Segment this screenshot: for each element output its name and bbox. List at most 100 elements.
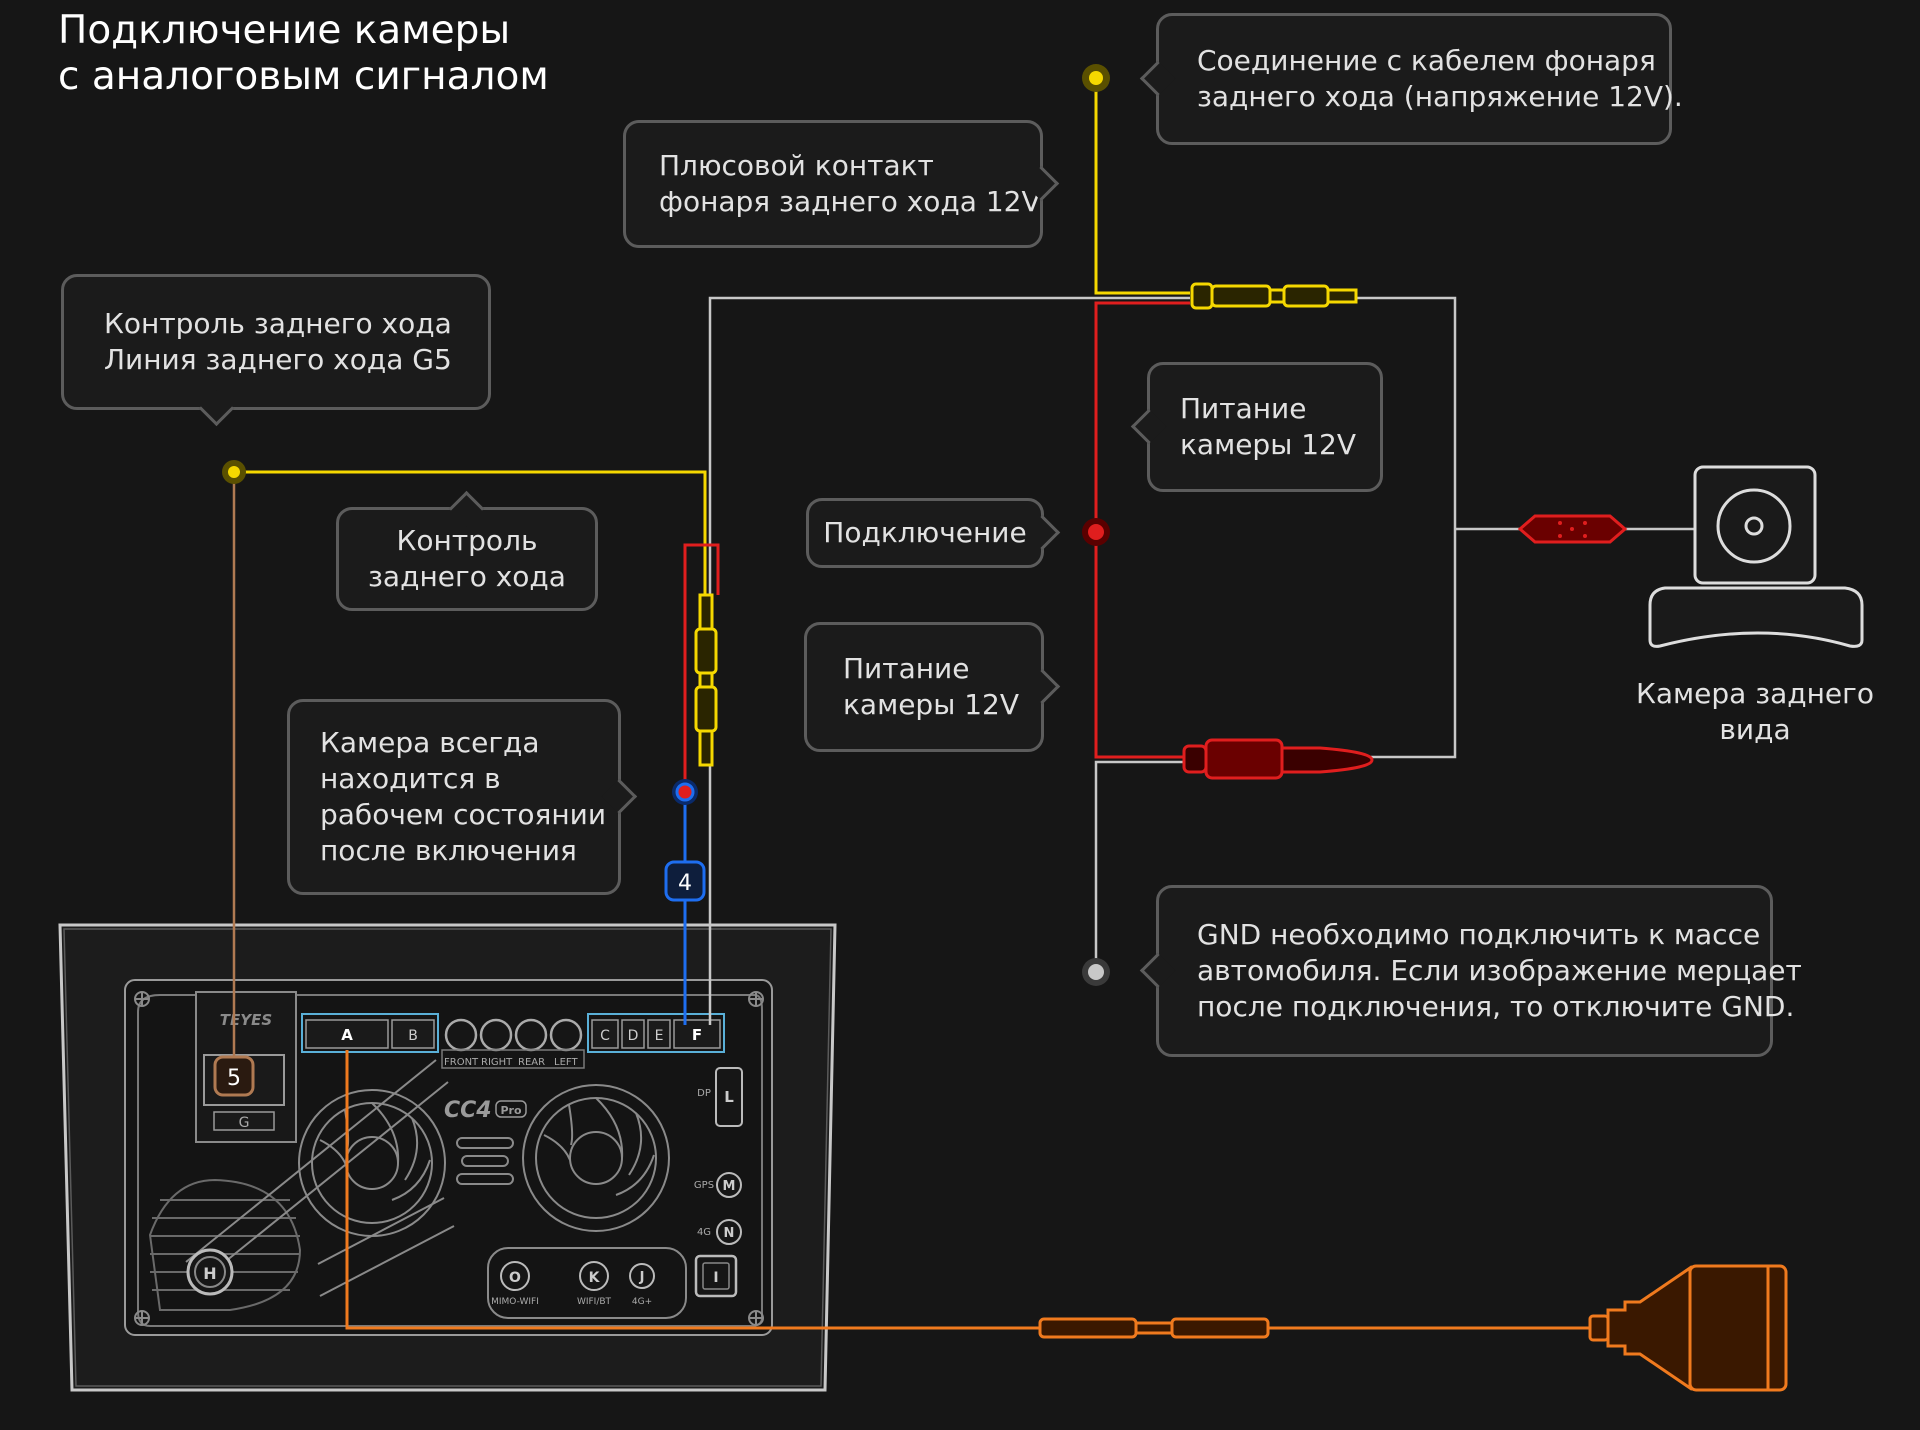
- camera-power-top-callout: Питание камеры 12V: [1130, 362, 1383, 492]
- callout-line: камеры 12V: [1180, 428, 1356, 461]
- brand-logo: TEYES: [220, 1011, 272, 1029]
- head-unit-frame-inner: [63, 928, 832, 1387]
- callout-line: GND необходимо подключить к массе: [1197, 918, 1761, 951]
- audio-right-label: RIGHT: [481, 1057, 513, 1068]
- video-wire: [345, 1050, 1040, 1330]
- port-j-label: J: [639, 1270, 645, 1285]
- audio-left-label: LEFT: [554, 1057, 578, 1068]
- port-l[interactable]: [715, 1067, 743, 1127]
- red-camera-connector: [1517, 514, 1628, 544]
- callout-line: после подключения, то отключите GND.: [1197, 990, 1795, 1023]
- gnd-drop-wire: [1094, 760, 1184, 972]
- callout-line: Линия заднего хода G5: [104, 343, 452, 376]
- connector-f-label: F: [692, 1026, 702, 1044]
- callout-line: Подключение: [823, 516, 1027, 549]
- connector-a-label: A: [341, 1026, 353, 1044]
- pin5-marker: [213, 1055, 255, 1097]
- port-o-caption: MIMO-WIFI: [491, 1297, 539, 1307]
- connector-f[interactable]: [673, 1019, 721, 1049]
- callout-line: камеры 12V: [843, 688, 1019, 721]
- yellow-vertical-connector: [694, 593, 718, 767]
- pin4-label: 4: [678, 871, 692, 896]
- connector-a[interactable]: [305, 1019, 389, 1049]
- gnd-wire: [708, 296, 1190, 1025]
- fan-right-icon: [522, 1084, 670, 1232]
- reverse-control-wire: [234, 470, 707, 595]
- callout-line: Соединение с кабелем фонаря: [1197, 44, 1656, 77]
- video-plug-icon: [1588, 1264, 1788, 1392]
- audio-front-label: FRONT: [444, 1057, 479, 1068]
- page-title: Подключение камеры с аналоговым сигналом: [58, 8, 549, 100]
- connector-g-label: G: [239, 1115, 250, 1131]
- port-dp-label: DP: [697, 1088, 711, 1099]
- callout-line: Плюсовой контакт: [659, 149, 934, 182]
- yellow-top-connector: [1190, 282, 1358, 310]
- pin4-marker: [664, 860, 706, 902]
- port-j-caption: 4G+: [632, 1297, 652, 1307]
- port-k-caption: WIFI/BT: [577, 1297, 612, 1307]
- reverse-control-line-callout: Контроль заднего хода Линия заднего хода…: [61, 274, 491, 427]
- callout-line: Контроль заднего хода: [104, 307, 452, 340]
- callout-line: Питание: [843, 652, 970, 685]
- reverse-light-wire: [1094, 78, 1190, 295]
- port-n[interactable]: [716, 1219, 742, 1245]
- reverse-control-callout: Контроль заднего хода: [336, 490, 598, 611]
- connector-d[interactable]: [621, 1019, 645, 1049]
- connector-f-highlight: [587, 1013, 725, 1053]
- page-title-line2: с аналоговым сигналом: [58, 54, 549, 99]
- vent-slots: [456, 1137, 514, 1185]
- audio-rear-label: REAR: [518, 1057, 545, 1068]
- callout-line: автомобиля. Если изображение мерцает: [1197, 954, 1802, 987]
- connector-e-label: E: [655, 1028, 664, 1044]
- model-badge: Pro: [500, 1104, 521, 1117]
- callout-line: Камера всегда: [320, 726, 540, 759]
- reverse-light-plus-callout: Плюсовой контакт фонаря заднего хода 12V: [623, 120, 1060, 248]
- connection-callout: Подключение: [806, 498, 1061, 568]
- port-o[interactable]: [500, 1261, 530, 1291]
- connector-c-label: C: [600, 1028, 610, 1044]
- port-l-label: L: [724, 1088, 734, 1106]
- connector-c[interactable]: [591, 1019, 619, 1049]
- camera-loop-wire: [1356, 296, 1457, 759]
- orange-video-connector: [1038, 1317, 1270, 1339]
- callout-line: рабочем состоянии: [320, 798, 607, 831]
- port-m-label: M: [723, 1179, 736, 1194]
- port-i[interactable]: [694, 1254, 738, 1298]
- gnd-note-callout: GND необходимо подключить к массе автомо…: [1139, 885, 1802, 1057]
- callout-line: заднего хода (напряжение 12V).: [1197, 80, 1683, 113]
- red-power-connector: [1182, 738, 1374, 780]
- callout-line: фонаря заднего хода 12V: [659, 185, 1041, 218]
- pin5-label: 5: [227, 1066, 241, 1091]
- page-title-line1: Подключение камеры: [58, 8, 511, 53]
- port-j[interactable]: [629, 1263, 655, 1289]
- red-loop-wire: [683, 543, 720, 792]
- callout-line: находится в: [320, 762, 501, 795]
- rear-camera-label-line2: вида: [1719, 713, 1791, 746]
- reverse-light-cable-callout: Соединение с кабелем фонаря заднего хода…: [1139, 13, 1683, 145]
- port-n-label: N: [724, 1226, 735, 1241]
- rear-camera-label: Камера заднего вида: [1620, 676, 1890, 748]
- port-k-label: K: [589, 1270, 601, 1286]
- connector-b[interactable]: [391, 1019, 435, 1049]
- port-gps-label: GPS: [694, 1180, 714, 1191]
- camera-always-on-callout: Камера всегда находится в рабочем состоя…: [287, 699, 638, 895]
- camera-power-mid-callout: Питание камеры 12V: [804, 622, 1061, 752]
- connector-a-highlight[interactable]: [301, 1013, 439, 1053]
- rear-camera-label-line1: Камера заднего: [1636, 677, 1874, 710]
- connector-e[interactable]: [647, 1019, 671, 1049]
- port-k[interactable]: [579, 1261, 609, 1291]
- callout-line: заднего хода: [368, 560, 566, 593]
- callout-line: Контроль: [396, 524, 538, 557]
- connector-b-label: B: [408, 1028, 418, 1044]
- model-logo: CC4: [444, 1098, 492, 1123]
- screw-icons: [134, 991, 764, 1326]
- rca-jacks: [444, 1018, 583, 1052]
- rear-camera-icon: [1648, 465, 1864, 648]
- port-o-label: O: [509, 1270, 521, 1286]
- callout-line: после включения: [320, 834, 577, 867]
- port-m[interactable]: [716, 1172, 742, 1198]
- callout-line: Питание: [1180, 392, 1307, 425]
- port-h-label: H: [203, 1264, 216, 1283]
